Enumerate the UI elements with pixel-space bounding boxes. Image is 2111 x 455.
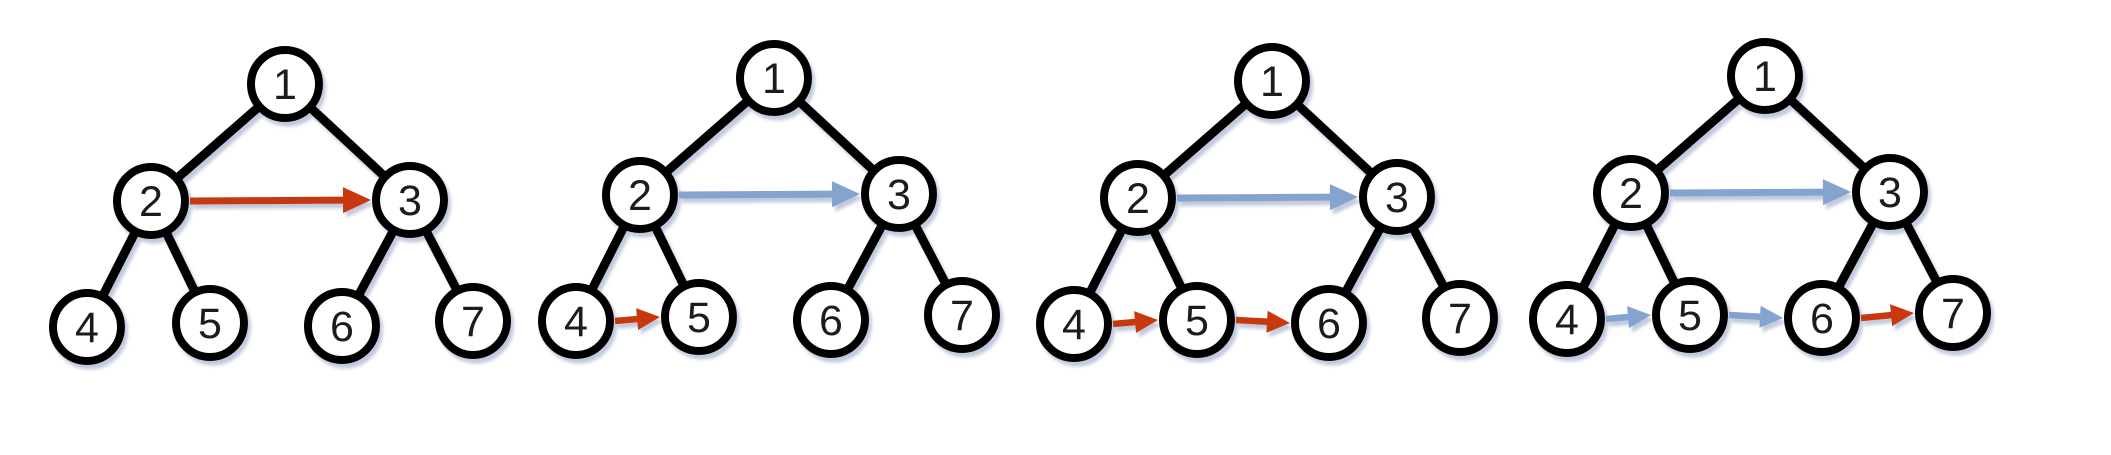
tree3-node-label-3: 3: [1385, 174, 1409, 222]
arrow-head-5-6: [1266, 310, 1290, 333]
tree1-node-1: [247, 46, 323, 122]
tree2-node-1: [736, 40, 812, 116]
tree4-node-label-1: 1: [1753, 53, 1777, 101]
tree4-node-label-6: 6: [1810, 295, 1834, 343]
tree4-node-6: [1784, 280, 1860, 356]
tree1-node-5: [172, 285, 248, 361]
tree3-node-label-1: 1: [1260, 58, 1284, 106]
arrow-head-6-7: [1890, 304, 1914, 327]
tree3-node-2: [1100, 160, 1176, 236]
tree1-node-label-6: 6: [330, 303, 354, 351]
tree2-node-3: [861, 156, 937, 232]
tree1-node-label-1: 1: [273, 61, 297, 109]
tree-step-1: 1 2 3 4 5 6 7: [49, 46, 511, 365]
next-pointer-arrow-4-5-blue: [1605, 306, 1651, 328]
tree2-node-label-6: 6: [819, 297, 843, 345]
tree4-node-label-3: 3: [1878, 169, 1902, 217]
arrow-head-4-5: [636, 308, 660, 330]
tree1-node-label-3: 3: [398, 177, 422, 225]
tree3-node-label-2: 2: [1126, 175, 1150, 223]
next-pointer-arrow-5-6-red: [1235, 310, 1290, 333]
next-pointer-arrow-5-6-blue: [1728, 305, 1783, 328]
tree4-node-1: [1727, 38, 1803, 114]
next-pointer-arrow-4-5-red: [1112, 311, 1158, 333]
arrow-head-4-5: [1134, 311, 1158, 333]
tree4-node-7: [1915, 275, 1991, 351]
tree1-node-label-7: 7: [461, 298, 485, 346]
tree2-node-6: [793, 282, 869, 358]
arrow-shaft-5-6: [1728, 311, 1764, 321]
next-pointer-arrow-4-5-red: [614, 308, 660, 330]
arrow-head-2-3: [342, 187, 371, 214]
arrow-shaft-4-5: [614, 315, 641, 325]
tree4-node-5: [1652, 277, 1728, 353]
tree3-node-label-7: 7: [1448, 295, 1472, 343]
tree2-node-label-7: 7: [950, 292, 974, 340]
tree1-node-6: [304, 288, 380, 364]
tree2-node-label-2: 2: [628, 172, 652, 220]
tree1-node-7: [435, 283, 511, 359]
tree1-node-label-2: 2: [139, 178, 163, 226]
next-pointer-arrow-2-3-blue: [1176, 184, 1358, 211]
tree2-node-label-1: 1: [762, 55, 786, 103]
arrow-shaft-2-3: [1176, 193, 1334, 202]
tree4-node-2: [1593, 155, 1669, 231]
arrow-shaft-4-5: [1112, 318, 1139, 328]
tree1-node-label-5: 5: [198, 300, 222, 348]
tree2-node-label-3: 3: [887, 171, 911, 219]
next-pointer-arrow-6-7-red: [1860, 304, 1914, 327]
tree1-node-3: [372, 162, 448, 238]
tree-step-2: 1 2 3 4 5 6 7: [538, 40, 1000, 359]
arrow-shaft-2-3: [189, 196, 347, 205]
tree1-node-label-4: 4: [75, 304, 99, 352]
arrow-head-2-3: [1822, 179, 1851, 206]
tree3-node-5: [1159, 282, 1235, 358]
arrow-shaft-5-6: [1235, 316, 1271, 326]
tree4-node-label-4: 4: [1555, 296, 1579, 344]
tree3-node-label-5: 5: [1185, 297, 1209, 345]
tree4-node-4: [1529, 281, 1605, 357]
arrow-head-4-5: [1627, 306, 1651, 328]
tree2-node-5: [661, 279, 737, 355]
tree4-node-label-5: 5: [1678, 292, 1702, 340]
arrow-shaft-2-3: [1669, 188, 1827, 197]
tree1-node-2: [113, 163, 189, 239]
tree2-node-4: [538, 283, 614, 359]
tree2-node-2: [602, 157, 678, 233]
tree3-node-7: [1422, 280, 1498, 356]
tree-step-4: 1 2 3 4 5 6 7: [1529, 38, 1991, 357]
next-pointer-arrow-2-3-red: [189, 187, 371, 214]
tree2-node-label-5: 5: [687, 294, 711, 342]
arrow-shaft-6-7: [1860, 311, 1895, 322]
tree4-node-3: [1852, 154, 1928, 230]
tree4-node-label-2: 2: [1619, 170, 1643, 218]
tree1-node-4: [49, 289, 125, 365]
next-pointer-arrow-2-3-blue: [1669, 179, 1851, 206]
tree3-node-6: [1291, 285, 1367, 361]
tree3-node-label-6: 6: [1317, 300, 1341, 348]
arrow-shaft-2-3: [678, 190, 836, 199]
arrow-head-2-3: [1329, 184, 1358, 211]
arrow-shaft-4-5: [1605, 313, 1632, 323]
tree3-node-3: [1359, 159, 1435, 235]
tree3-node-1: [1234, 43, 1310, 119]
tree3-node-label-4: 4: [1062, 301, 1086, 349]
arrow-head-5-6: [1759, 305, 1783, 328]
next-pointer-arrow-2-3-blue: [678, 181, 860, 208]
tree2-node-label-4: 4: [564, 298, 588, 346]
arrow-head-2-3: [831, 181, 860, 208]
tree4-node-label-7: 7: [1941, 290, 1965, 338]
tree2-node-7: [924, 277, 1000, 353]
tree-step-3: 1 2 3 4 5 6 7: [1036, 43, 1498, 362]
tree3-node-4: [1036, 286, 1112, 362]
